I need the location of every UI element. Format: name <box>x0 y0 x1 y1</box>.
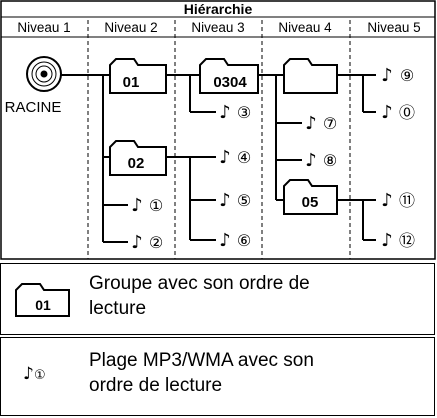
track-item[interactable]: ♪ ⑥ <box>219 230 251 251</box>
folder-shape <box>109 140 167 176</box>
music-note-icon: ♪ <box>219 147 231 168</box>
tree-connectors <box>58 74 376 243</box>
music-note-icon: ♪ <box>381 230 393 251</box>
level-4-header: Niveau 4 <box>278 20 332 35</box>
root-label: RACINE <box>5 99 62 116</box>
music-note-icon: ♪ <box>219 230 231 251</box>
track-number: ② <box>149 233 163 252</box>
folder-icon: 01 <box>15 283 70 317</box>
track-item[interactable]: ♪ ⓪ <box>381 102 415 123</box>
track-number: ① <box>149 196 163 215</box>
cd-icon <box>26 56 62 92</box>
folder-shape <box>199 58 259 94</box>
folder-shape <box>109 58 167 94</box>
folder-label: 01 <box>123 74 140 91</box>
track-number: ⑫ <box>399 231 415 250</box>
legend-track-number: ① <box>34 368 46 383</box>
folder-icon[interactable]: 02 <box>109 140 167 176</box>
track-number: ⑥ <box>237 231 251 250</box>
track-item[interactable]: ♪ ⑪ <box>381 190 415 211</box>
music-note-icon: ♪ <box>305 113 317 134</box>
legend-folder-shape <box>15 283 70 317</box>
track-number: ⑤ <box>237 191 251 210</box>
folder-label: 05 <box>302 194 319 211</box>
music-note-icon: ♪ <box>305 150 317 171</box>
folder-icon[interactable]: 05 <box>283 179 338 215</box>
folder-shape <box>283 179 338 215</box>
track-number: ⑪ <box>399 191 415 210</box>
track-number: ⑨ <box>400 66 414 85</box>
music-note-icon: ♪ <box>23 364 34 384</box>
level-3-header: Niveau 3 <box>191 20 244 35</box>
track-item[interactable]: ♪ ⑨ <box>381 65 414 86</box>
legend-track-text-line2: ordre de lecture <box>89 375 223 396</box>
track-item[interactable]: ♪ ④ <box>219 147 251 168</box>
level-1-header: Niveau 1 <box>17 20 70 35</box>
music-note-icon: ♪ <box>131 232 143 253</box>
music-note-icon: ♪ <box>381 190 393 211</box>
cd-groove <box>35 65 53 83</box>
track-number: ⓪ <box>399 103 415 122</box>
legend-track-box: ♪ ① Plage MP3/WMA avec son ordre de lect… <box>0 337 435 416</box>
track-item[interactable]: ♪ ② <box>131 232 163 253</box>
music-note-icon: ♪ <box>219 102 231 123</box>
folder-icon[interactable]: 0304 <box>199 58 259 94</box>
music-note-icon: ♪ <box>381 65 393 86</box>
track-item[interactable]: ♪ ⑤ <box>219 190 251 211</box>
folder-icon[interactable] <box>283 58 338 94</box>
track-number: ⑦ <box>323 114 337 133</box>
folder-label: 02 <box>128 155 145 172</box>
cd-hole <box>40 70 48 78</box>
legend-folder-text-line1: Groupe avec son ordre de <box>89 273 310 294</box>
level-5-header: Niveau 5 <box>367 20 420 35</box>
track-number: ③ <box>237 103 251 122</box>
cd-groove <box>31 61 57 87</box>
track-item[interactable]: ♪ ⑫ <box>381 230 415 251</box>
legend-folder-box: 01 Groupe avec son ordre de lecture <box>0 263 435 335</box>
track-item[interactable]: ♪ ⑧ <box>305 150 337 171</box>
column-separators <box>87 20 351 259</box>
track-item[interactable]: ♪ ③ <box>219 102 251 123</box>
legend-folder-text-line2: lecture <box>89 298 147 319</box>
level-2-header: Niveau 2 <box>104 20 157 35</box>
track-item[interactable]: ♪ ⑦ <box>305 113 337 134</box>
music-note-icon: ♪ <box>131 195 143 216</box>
folder-shape <box>283 58 338 94</box>
music-note-icon: ♪ <box>381 102 393 123</box>
diagram-title: Hiérarchie <box>184 1 253 17</box>
track-number: ⑧ <box>323 151 337 170</box>
track-number: ④ <box>237 148 251 167</box>
folder-icon[interactable]: 01 <box>109 58 167 94</box>
diagram-frame <box>0 0 436 260</box>
folder-label: 0304 <box>213 74 247 91</box>
legend-folder-label: 01 <box>35 297 51 313</box>
track-item[interactable]: ♪ ① <box>131 195 163 216</box>
music-note-icon: ♪ <box>219 190 231 211</box>
legend-track-text-line1: Plage MP3/WMA avec son <box>89 350 314 371</box>
